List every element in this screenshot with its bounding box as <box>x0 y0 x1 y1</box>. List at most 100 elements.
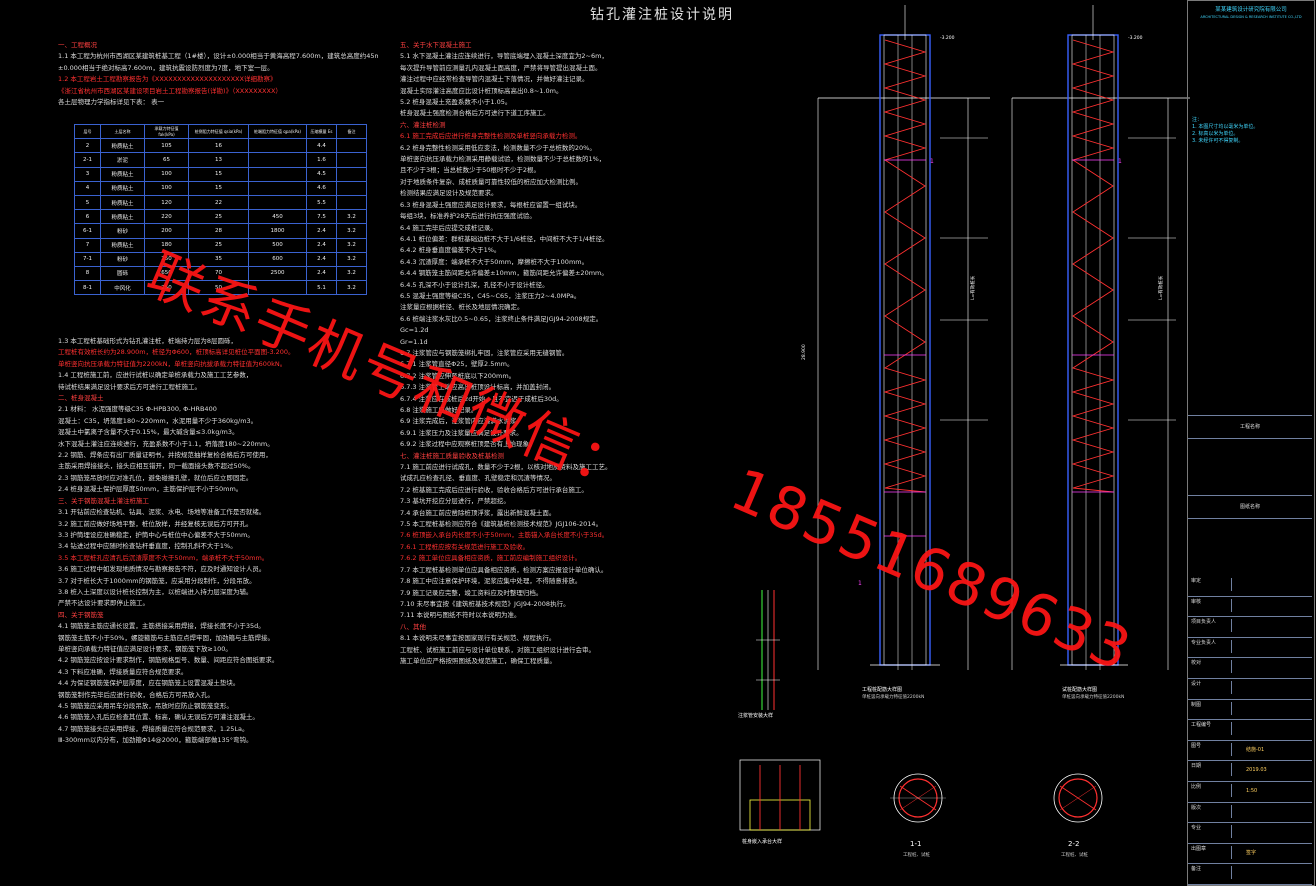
table-cell: 5 <box>74 194 101 211</box>
title-block-row: 审核 <box>1188 596 1312 618</box>
note-line: 《浙江省杭州市西湖区某建设项目岩土工程勘察报告(详勘)》（XXXXXXXXX） <box>58 86 282 95</box>
note-line: 3.5 本工程桩孔应清孔后沉渣厚度不大于50mm，端承桩不大于50mm。 <box>58 553 269 562</box>
table-cell: 1.6 <box>306 152 337 168</box>
note-line: 五、关于水下混凝土施工 <box>400 41 472 49</box>
note-line: 7.10 未尽事宜按《建筑桩基技术规范》JGJ94-2008执行。 <box>400 599 570 608</box>
note-line: 八、其他 <box>400 622 426 631</box>
title-block-value: 结施-01 <box>1246 746 1265 753</box>
note-line: 4.6 钢筋笼入孔后应检查其位置、标高，确认无误后方可灌注混凝土。 <box>58 713 259 722</box>
note-line: 6.4.3 沉渣厚度：端承桩不大于50mm，摩擦桩不大于100mm。 <box>400 257 589 266</box>
table-cell: 70 <box>188 265 249 282</box>
title-block-row: 专业负责人 <box>1188 637 1312 659</box>
pile-2-sublabel: 单桩竖向承载力特征值2200kN <box>1062 695 1125 700</box>
table-cell: 7 <box>74 237 101 253</box>
note-line: 工程桩、试桩施工前应与设计单位联系，对施工组织设计进行会审。 <box>400 645 595 654</box>
note-line: 七、灌注桩施工质量验收及桩基检测 <box>400 451 504 460</box>
note-line: 三、关于钢筋混凝土灌注桩施工 <box>58 496 149 505</box>
table-cell <box>248 194 307 211</box>
title-block-row: 出图章 <box>1188 843 1312 865</box>
note-line: 单桩竖向承载力特征值应满足设计要求，钢筋笼下放≥100。 <box>58 644 232 653</box>
table-cell <box>248 280 307 296</box>
company-logo: 某某建筑设计研究院有限公司 ARCHITECTURAL DESIGN & RES… <box>1192 7 1310 21</box>
title-block: 某某建筑设计研究院有限公司 ARCHITECTURAL DESIGN & RES… <box>1187 0 1315 886</box>
note-line: 7.9 施工记录应完整，竣工资料应及时整理归档。 <box>400 588 543 597</box>
note-line: 7.4 承台施工前应凿除桩顶浮浆，露出新鲜混凝土面。 <box>400 508 556 517</box>
table-cell: 3.2 <box>336 251 367 267</box>
note-line: 2.3 钢筋笼吊放时应对准孔位，避免碰撞孔壁，就位后应立即固定。 <box>58 473 253 482</box>
table-cell <box>248 138 307 154</box>
title-block-row-label: 制图 <box>1191 701 1232 715</box>
table-cell: 2-1 <box>74 152 101 168</box>
note-line: 7.1 施工前应进行试成孔，数量不少于2根，以核对地质资料及施工工艺。 <box>400 463 612 472</box>
table-cell: 淤泥 <box>100 152 145 168</box>
pile-1-drawing <box>817 5 990 670</box>
title-block-row: 制图 <box>1188 699 1312 721</box>
pile-drawings <box>739 5 1190 831</box>
table-cell: 粉质粘土 <box>100 138 145 154</box>
table-cell: 2.4 <box>306 265 337 282</box>
table-cell: 180 <box>144 237 189 253</box>
note-line: 7.6 桩顶嵌入承台内长度不小于50mm，主筋锚入承台长度不小于35d。 <box>400 531 609 540</box>
note-line: 7.8 施工中应注意保护环境，泥浆应集中处理，不得随意排放。 <box>400 577 582 586</box>
note-line: 混凝土：C35，坍落度180~220mm，水泥用量不少于360kg/m3。 <box>58 416 258 425</box>
note-line: 6.4.5 孔深不小于设计孔深，孔径不小于设计桩径。 <box>400 280 549 289</box>
note-line: 六、灌注桩检测 <box>400 120 446 129</box>
note-line: 6.7.1 注浆管直径Φ25，壁厚2.5mm。 <box>400 360 514 369</box>
note-3: 3. 未经许可不得复制。 <box>1192 138 1244 144</box>
note-line: 7.6.1 工程桩应按有关规范进行施工及验收。 <box>400 542 530 551</box>
note-line: 6.4 施工完毕后应提交成桩记录。 <box>400 223 497 232</box>
note-line: 每次提升导管前应测量孔内混凝土面高度，严禁将导管提出混凝土面。 <box>400 63 602 72</box>
table-cell: 4.4 <box>306 138 337 154</box>
table-cell: 3.2 <box>336 223 367 239</box>
table-cell <box>248 152 307 168</box>
title-block-row: 项目负责人 <box>1188 616 1312 638</box>
note-line: 桩身混凝土强度检测合格后方可进行下道工序施工。 <box>400 109 550 118</box>
note-line: 4.3 下料应准确，焊接质量应符合规范要求。 <box>58 667 188 676</box>
title-block-row: 图号 <box>1188 740 1312 762</box>
note-line: 注浆量应根据桩径、桩长及地层情况确定。 <box>400 303 524 312</box>
note-line: 主筋采用焊接接头，接头应相互错开，同一截面接头数不超过50%。 <box>58 462 255 471</box>
note-line: 3.4 钻进过程中应随时检查钻杆垂直度，控制孔斜不大于1%。 <box>58 542 237 551</box>
title-block-row-label: 出图章 <box>1191 845 1232 859</box>
pile-2-drawing <box>1011 5 1190 670</box>
note-line: 7.7 本工程桩基检测单位应具备相应资质，检测方案应报设计单位确认。 <box>400 565 608 574</box>
soil-table: 层号土层名称承载力特征值 fak(kPa)桩侧阻力特征值 qsia(kPa)桩端… <box>74 123 367 296</box>
note-line: 对于地质条件复杂、成桩质量可靠性较低的桩应加大检测比例。 <box>400 177 582 186</box>
table-cell <box>336 152 367 168</box>
title-block-row: 专业 <box>1188 822 1312 844</box>
table-cell: 3.2 <box>336 280 367 296</box>
length-dim-3: L=有效桩长 <box>1159 275 1164 300</box>
company-name: 某某建筑设计研究院有限公司 <box>1215 7 1287 13</box>
note-line: 4.1 钢筋笼主筋应通长设置，主筋搭接采用焊接，焊接长度不小于35d。 <box>58 622 265 631</box>
note-line: 检测结果应满足设计及规范要求。 <box>400 189 498 198</box>
note-line: 4.2 钢筋笼应按设计要求制作，钢筋规格型号、数量、间距应符合图纸要求。 <box>58 656 279 665</box>
length-dim-1: 28.900 <box>802 344 807 360</box>
note-line: 7.2 桩基施工完成后应进行验收，验收合格后方可进行承台施工。 <box>400 485 588 494</box>
table-header-cell: 压缩模量 Es <box>306 123 337 140</box>
note-line: 水下混凝土灌注应连续进行，充盈系数不小于1.1，坍落度180~220mm。 <box>58 439 274 448</box>
table-cell: 中风化 <box>100 280 145 296</box>
note-line: 2.1 材料： 水泥强度等级C35 Φ-HPB300, Φ-HRB400 <box>58 405 217 414</box>
note-line: 4.5 钢筋笼应采用吊车分段吊放，吊放时应防止钢筋笼变形。 <box>58 702 233 710</box>
table-cell: 35 <box>188 251 249 267</box>
note-line: 3.8 桩入土深度以设计桩长控制为主，以桩端进入持力层深度为辅。 <box>58 587 253 596</box>
table-cell: 16 <box>188 138 249 154</box>
table-header-cell: 桩侧阻力特征值 qsia(kPa) <box>188 123 249 140</box>
note-line: 6.7 注浆管应与钢筋笼绑扎牢固，注浆管应采用无缝钢管。 <box>400 348 569 357</box>
title-block-row-label: 项目负责人 <box>1191 619 1232 633</box>
table-cell: 2 <box>74 138 101 154</box>
table-cell: 250 <box>144 280 189 296</box>
table-cell: 6 <box>74 209 101 225</box>
note-2: 2. 标高以米为单位。 <box>1192 131 1239 137</box>
mark-1b: 1 <box>1118 158 1122 165</box>
title-block-row-label: 审核 <box>1191 598 1232 612</box>
table-cell <box>336 166 367 182</box>
title-block-row: 设计 <box>1188 678 1312 700</box>
